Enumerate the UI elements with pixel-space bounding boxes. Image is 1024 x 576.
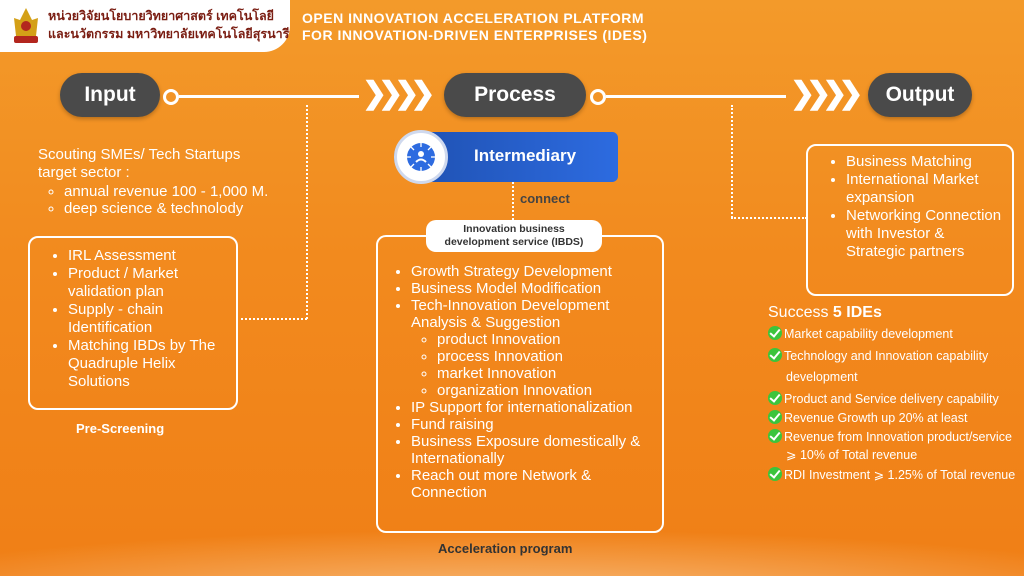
intermediary-banner: Intermediary [394,130,618,184]
university-logo-icon [14,8,38,43]
input-intro: Scouting SMEs/ Tech Startups target sect… [38,146,308,217]
output-stage-pill: Output [868,73,972,117]
input-stage-pill: Input [60,73,160,117]
innovation-type-item: process Innovation [437,348,653,365]
input-connector-line [179,95,359,98]
ibds-item: IP Support for internationalization [411,399,653,416]
success-criterion: Revenue from Innovation product/service … [768,428,1018,464]
process-stage-pill: Process [444,73,586,117]
prescreen-box [28,236,238,410]
output-box [806,144,1014,296]
connect-dotted-line [512,182,514,220]
prescreen-item: Matching IBDs by The Quadruple Helix Sol… [68,337,228,391]
process-chevron-arrows-icon: ❯❯❯❯ [790,77,863,110]
input-dotted-connector-vertical [306,105,308,319]
process-connector-line [606,95,786,98]
success-criterion-text: RDI Investment ⩾ 1.25% of Total revenue [784,468,1016,482]
input-dotted-connector-horizontal [236,318,307,320]
success-criterion: Product and Service delivery capability [768,390,1018,408]
output-dotted-connector-vertical [731,105,733,218]
success-criterion: Technology and Innovation capability dev… [768,346,1018,388]
output-list: Business Matching International Market e… [826,153,1004,261]
ibds-item: Business Model Modification [411,280,653,297]
input-intro-line-1: Scouting SMEs/ Tech Startups [38,146,241,163]
process-connector-dot [590,89,606,105]
connect-label: connect [520,191,570,206]
success-criterion: Market capability development [768,325,1018,343]
target-sector-list: annual revenue 100 - 1,000 M. deep scien… [38,183,308,217]
output-dotted-connector-horizontal [731,217,807,219]
success-prefix: Success [768,304,829,321]
target-sector-item: deep science & technolody [64,200,308,217]
acceleration-program-label: Acceleration program [438,541,573,556]
org-line-1: หน่วยวิจัยนโยบายวิทยาศาสตร์ เทคโนโลยี [48,9,274,23]
innovation-type-item: organization Innovation [437,382,653,399]
innovation-type-list: product Innovation process Innovation ma… [391,331,653,399]
success-count: 5 IDEs [832,304,882,321]
output-item: Business Matching [846,153,1004,171]
success-criteria-list: Market capability development Technology… [768,325,1018,484]
input-intro-line-2: target sector : [38,164,130,181]
platform-title-line-1: OPEN INNOVATION ACCELERATION PLATFORM [302,10,645,26]
platform-title: OPEN INNOVATION ACCELERATION PLATFORM FO… [302,10,647,44]
prescreen-content: IRL Assessment Product / Market validati… [48,247,228,391]
output-item: Networking Connection with Investor & St… [846,207,1004,261]
ibds-list: Growth Strategy Development Business Mod… [391,263,653,331]
check-icon [768,467,782,481]
success-criterion-text: Revenue from Innovation product/service … [784,430,1012,462]
success-criterion: Revenue Growth up 20% at least [768,409,1018,427]
check-icon [768,326,782,340]
ibds-item: Fund raising [411,416,653,433]
ibds-tag-line-2: development service (IBDS) [444,236,584,248]
success-criterion-text: Technology and Innovation capability dev… [784,349,989,384]
prescreen-item: Product / Market validation plan [68,265,228,301]
input-chevron-arrows-icon: ❯❯❯❯ [362,77,435,110]
prescreen-item: Supply - chain Identification [68,301,228,337]
success-heading: Success 5 IDEs [768,304,882,322]
success-criterion: RDI Investment ⩾ 1.25% of Total revenue [768,466,1018,484]
ibds-item: Reach out more Network & Connection [411,467,653,501]
ibds-item: Growth Strategy Development [411,263,653,280]
prescreen-label: Pre-Screening [76,421,165,436]
ibds-item: Tech-Innovation Development Analysis & S… [411,297,653,331]
success-criterion-text: Product and Service delivery capability [784,392,999,406]
innovation-type-item: market Innovation [437,365,653,382]
ibds-tag: Innovation business development service … [426,220,602,252]
ibds-item: Business Exposure domestically & Interna… [411,433,653,467]
success-criterion-text: Market capability development [784,327,953,341]
prescreen-item: IRL Assessment [68,247,228,265]
org-line-2: และนวัตกรรม มหาวิทยาลัยเทคโนโลยีสุรนารี [48,27,290,41]
network-people-icon [394,130,448,184]
output-item: International Market expansion [846,171,1004,207]
innovation-type-item: product Innovation [437,331,653,348]
platform-title-line-2: FOR INNOVATION-DRIVEN ENTERPRISES (IDES) [302,27,648,43]
check-icon [768,429,782,443]
success-criterion-text: Revenue Growth up 20% at least [784,411,968,425]
check-icon [768,391,782,405]
ibds-list-continued: IP Support for internationalization Fund… [391,399,653,501]
header-card: หน่วยวิจัยนโยบายวิทยาศาสตร์ เทคโนโลยี แล… [0,0,290,52]
output-content: Business Matching International Market e… [826,153,1004,261]
ibds-tag-line-1: Innovation business [463,223,565,235]
input-connector-dot [163,89,179,105]
target-sector-item: annual revenue 100 - 1,000 M. [64,183,308,200]
check-icon [768,410,782,424]
ibds-content: Growth Strategy Development Business Mod… [391,263,653,501]
check-icon [768,348,782,362]
prescreen-list: IRL Assessment Product / Market validati… [48,247,228,391]
intermediary-label: Intermediary [474,146,577,165]
organization-name: หน่วยวิจัยนโยบายวิทยาศาสตร์ เทคโนโลยี แล… [48,7,289,43]
